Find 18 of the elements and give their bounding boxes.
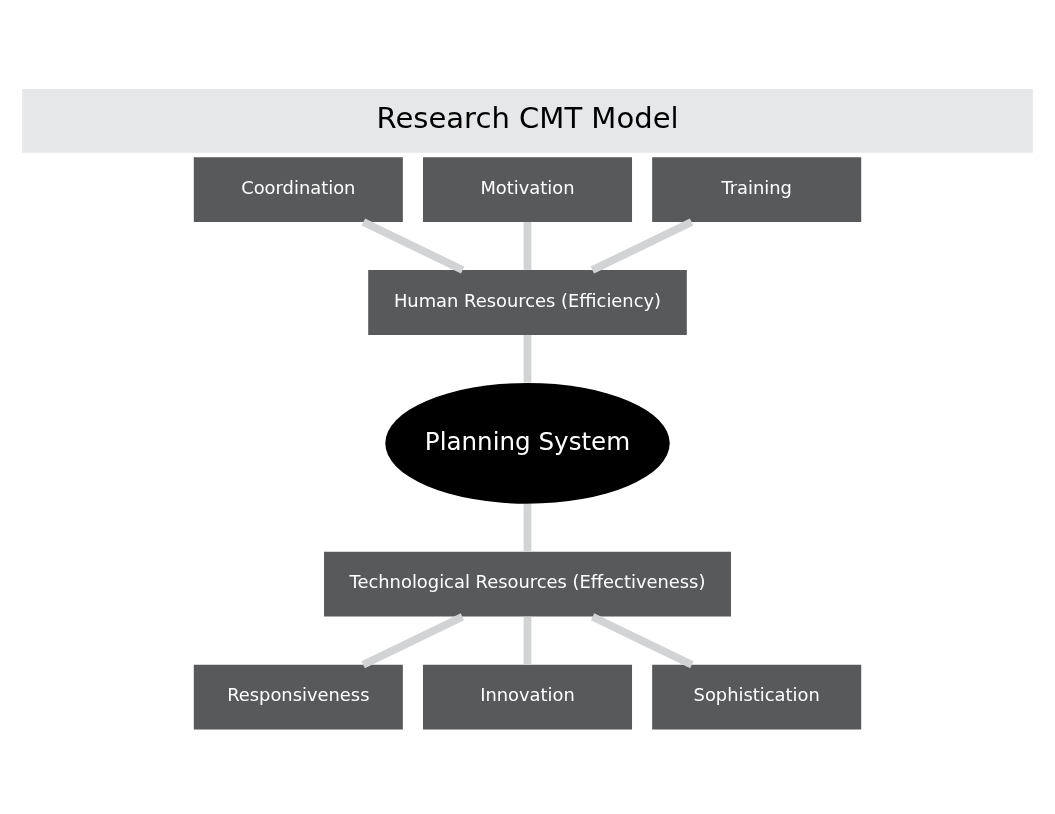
node-box: Innovation bbox=[422, 664, 633, 730]
node-box: Training bbox=[652, 157, 862, 222]
node-ellipse: Planning System bbox=[385, 382, 670, 504]
node-box: Sophistication bbox=[652, 664, 862, 730]
node-box: Motivation bbox=[422, 157, 633, 222]
connector bbox=[523, 616, 532, 665]
node-box: Coordination bbox=[193, 157, 403, 222]
node-box: Responsiveness bbox=[193, 664, 403, 730]
connector bbox=[523, 504, 532, 552]
connector bbox=[523, 222, 532, 270]
node-box: Human Resources (Efficiency) bbox=[368, 270, 687, 335]
connector bbox=[590, 613, 694, 669]
diagram-title: Research CMT Model bbox=[376, 101, 679, 136]
node-box: Technological Resources (Effectiveness) bbox=[324, 551, 731, 617]
connector bbox=[361, 613, 465, 669]
connector bbox=[361, 218, 465, 274]
connector bbox=[590, 218, 694, 274]
connector bbox=[523, 335, 532, 383]
